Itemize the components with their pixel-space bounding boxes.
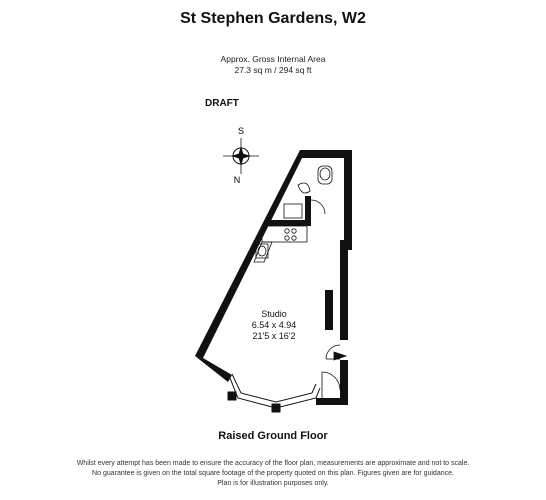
compass-south-label: S: [238, 126, 244, 136]
draft-stamp: DRAFT: [205, 98, 239, 109]
bathroom-fittings: [283, 165, 333, 219]
disclaimer-line-1: Whilst every attempt has been made to en…: [76, 460, 470, 467]
compass-north-label: N: [234, 175, 241, 185]
area-value: 27.3 sq m / 294 sq ft: [234, 65, 312, 75]
floor-label: Raised Ground Floor: [218, 430, 328, 442]
disclaimer-line-3: Plan is for illustration purposes only.: [217, 480, 329, 487]
room-metric: 6.54 x 4.94: [251, 320, 297, 330]
room-name: Studio: [261, 309, 287, 319]
area-label: Approx. Gross Internal Area: [220, 54, 326, 64]
kitchen: [253, 225, 308, 263]
walls: [195, 150, 352, 405]
room-imperial: 21'5 x 16'2: [252, 331, 296, 341]
compass-icon: S N: [223, 126, 259, 185]
entrance-door: [321, 344, 348, 398]
plan-title: St Stephen Gardens, W2: [180, 10, 366, 27]
disclaimer-line-2: No guarantee is given on the total squar…: [92, 470, 454, 477]
bay-window: [227, 373, 321, 413]
